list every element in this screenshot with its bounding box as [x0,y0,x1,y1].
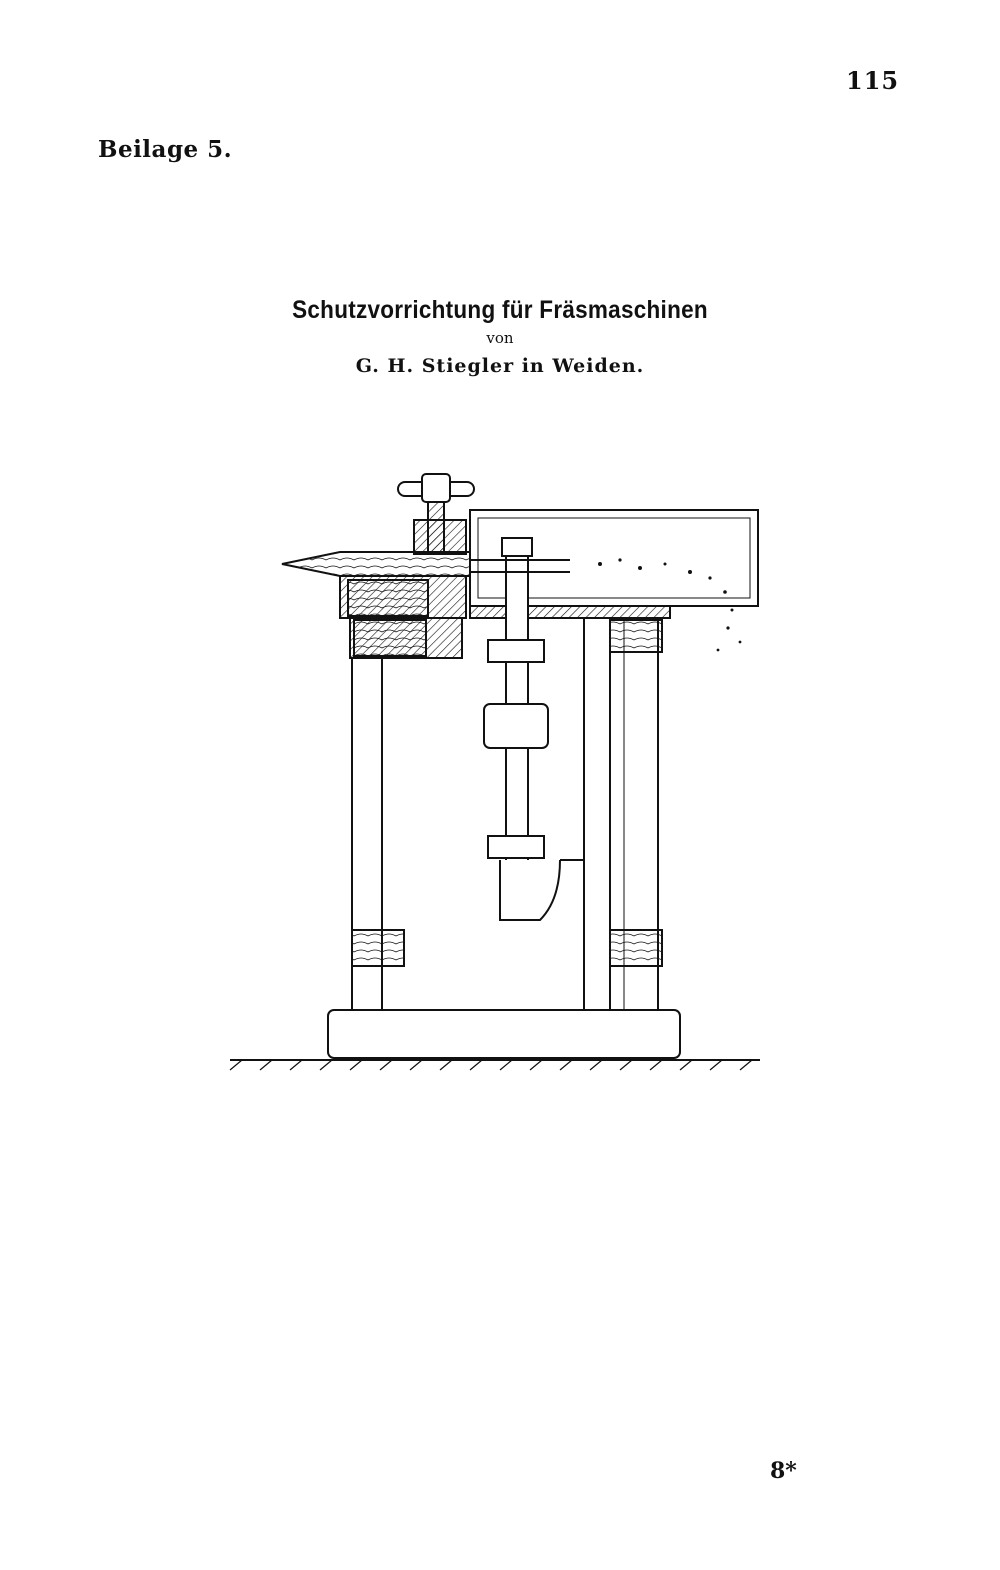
right-top-knot [609,619,663,653]
workpiece [281,551,471,577]
center-post [583,617,611,1011]
document-title: Schutzvorrichtung für Fräsmaschinen [292,296,708,324]
clamp-block [413,519,467,555]
handle-knob [421,473,451,503]
right-knot [609,929,663,967]
lower-bearing [487,835,545,859]
author-line: G. H. Stiegler in Weiden. [355,355,645,377]
spindle-nut [501,537,533,557]
title-block: Schutzvorrichtung für Fräsmaschinen von … [0,296,1000,377]
spindle-foot [499,859,561,921]
table-top [469,605,671,619]
left-knot [351,929,405,967]
supplement-label: Beilage 5. [98,136,233,163]
upper-bearing [487,639,545,663]
base-plate [327,1009,681,1059]
page-number: 115 [846,66,900,95]
byline-von: von [486,329,514,347]
left-knot-block [347,579,429,617]
wood-chips [598,558,742,652]
pulley [483,703,549,749]
milling-guard-illustration [229,473,760,1071]
sheet-signature-mark: 8* [770,1458,797,1484]
